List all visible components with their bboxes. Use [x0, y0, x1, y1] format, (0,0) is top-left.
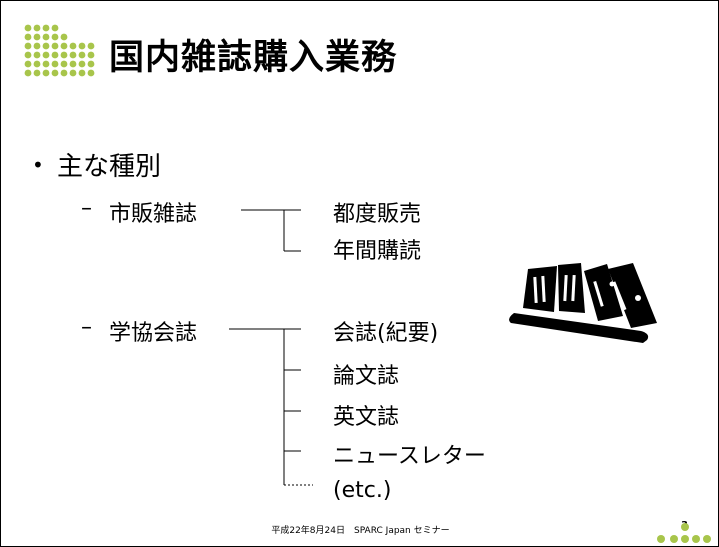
green-dot — [78, 51, 86, 59]
tree-item: ニュースレター — [333, 444, 486, 469]
green-dot — [87, 51, 95, 59]
green-dot — [60, 60, 68, 68]
green-dot — [60, 69, 68, 77]
green-dot — [33, 51, 41, 59]
green-dot — [78, 42, 86, 50]
green-dot — [78, 69, 86, 77]
green-dot — [24, 33, 32, 41]
green-dot — [42, 24, 50, 32]
green-dot — [87, 42, 95, 50]
green-dot — [670, 535, 678, 543]
green-dot — [51, 51, 59, 59]
slide-title: 国内雑誌購入業務 — [109, 38, 398, 78]
tree-item: 年間購読 — [333, 239, 422, 264]
green-dot — [42, 60, 50, 68]
green-dot — [33, 42, 41, 50]
tree-item: 都度販売 — [333, 202, 422, 227]
green-dot — [51, 42, 59, 50]
green-dot — [60, 42, 68, 50]
green-dot — [24, 24, 32, 32]
green-dot — [51, 69, 59, 77]
green-dot — [24, 42, 32, 50]
green-dot — [51, 24, 59, 32]
group-label: 市販雑誌 — [109, 202, 198, 227]
green-dot — [78, 60, 86, 68]
green-dot — [69, 51, 77, 59]
green-dot — [87, 60, 95, 68]
green-dot-grid-icon — [24, 24, 95, 77]
green-dot — [24, 51, 32, 59]
dash-marker: – — [81, 196, 92, 221]
green-dot — [60, 33, 68, 41]
green-dot — [33, 69, 41, 77]
green-dot — [33, 24, 41, 32]
green-dot — [24, 60, 32, 68]
green-dot — [703, 535, 711, 543]
green-dot — [24, 69, 32, 77]
green-dot — [657, 535, 665, 543]
green-dot — [42, 33, 50, 41]
dash-marker: – — [81, 315, 92, 340]
green-dot — [42, 42, 50, 50]
footer-text: 平成22年8月24日 SPARC Japan セミナー — [271, 526, 450, 536]
tree-item: 英文誌 — [333, 405, 400, 430]
green-dot — [681, 535, 689, 543]
tree-item: 会誌(紀要) — [333, 321, 439, 346]
green-dot — [33, 33, 41, 41]
green-dot — [69, 69, 77, 77]
green-dot — [42, 51, 50, 59]
tree-item: (etc.) — [333, 478, 392, 503]
bullet-text: 主な種別 — [57, 152, 162, 182]
green-dot — [69, 42, 77, 50]
green-dot — [60, 51, 68, 59]
green-dot — [69, 60, 77, 68]
green-dot — [51, 60, 59, 68]
green-dot — [681, 523, 689, 531]
green-dot — [33, 60, 41, 68]
bullet-icon: • — [32, 153, 44, 177]
green-dot — [87, 69, 95, 77]
tree-item: 論文誌 — [333, 364, 400, 389]
group-label: 学協会誌 — [109, 321, 198, 346]
green-dot — [51, 33, 59, 41]
green-dot — [692, 535, 700, 543]
green-dot — [42, 69, 50, 77]
